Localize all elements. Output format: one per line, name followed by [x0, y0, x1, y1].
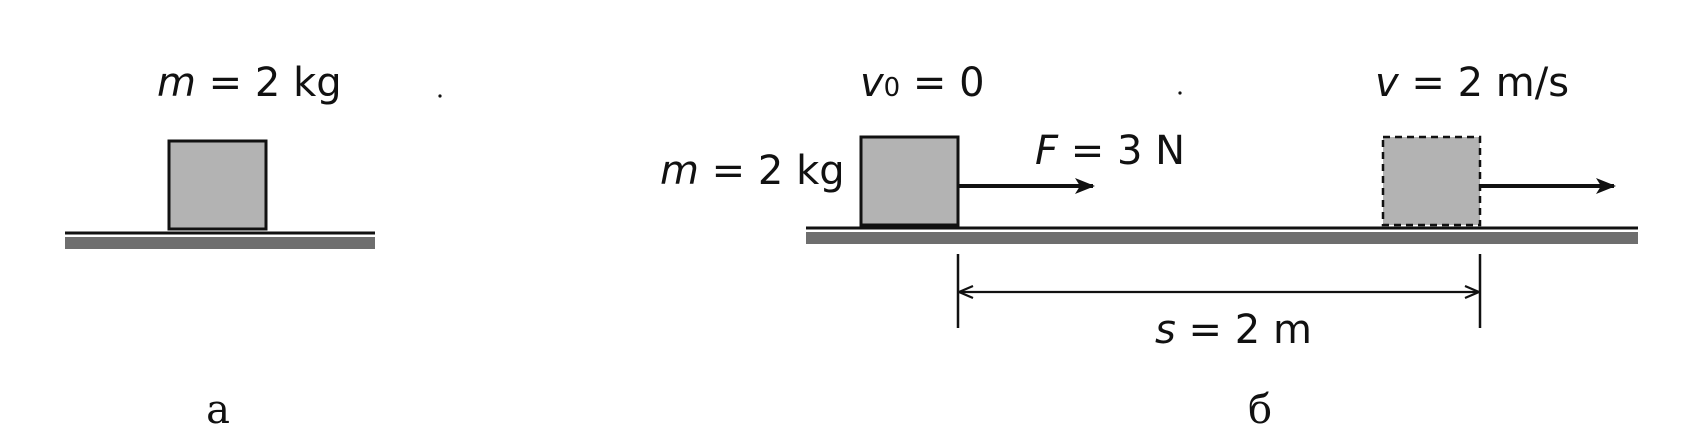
panel-a: m = 2 kg а [65, 60, 375, 433]
panel-a-ground [65, 237, 375, 249]
panel-a-block [167, 139, 268, 231]
panel-b-caption: б [1248, 387, 1272, 433]
distance-label: s = 2 m [1155, 307, 1312, 353]
stray-dot [438, 94, 442, 98]
initial-velocity-label: v0 = 0 [860, 60, 985, 106]
stray-dot [1178, 91, 1182, 95]
initial-block [859, 135, 960, 227]
panel-a-caption: а [206, 387, 230, 433]
panel-b: v0 = 0 m = 2 kg F = 3 N v = 2 m/s s = 2 … [660, 60, 1638, 433]
force-label: F = 3 N [1035, 128, 1185, 174]
panel-b-ground [806, 232, 1638, 244]
panel-a-mass-label: m = 2 kg [157, 60, 342, 106]
panel-b-mass-label: m = 2 kg [660, 148, 845, 194]
final-velocity-label: v = 2 m/s [1375, 60, 1569, 106]
final-block-dashed [1381, 135, 1482, 227]
